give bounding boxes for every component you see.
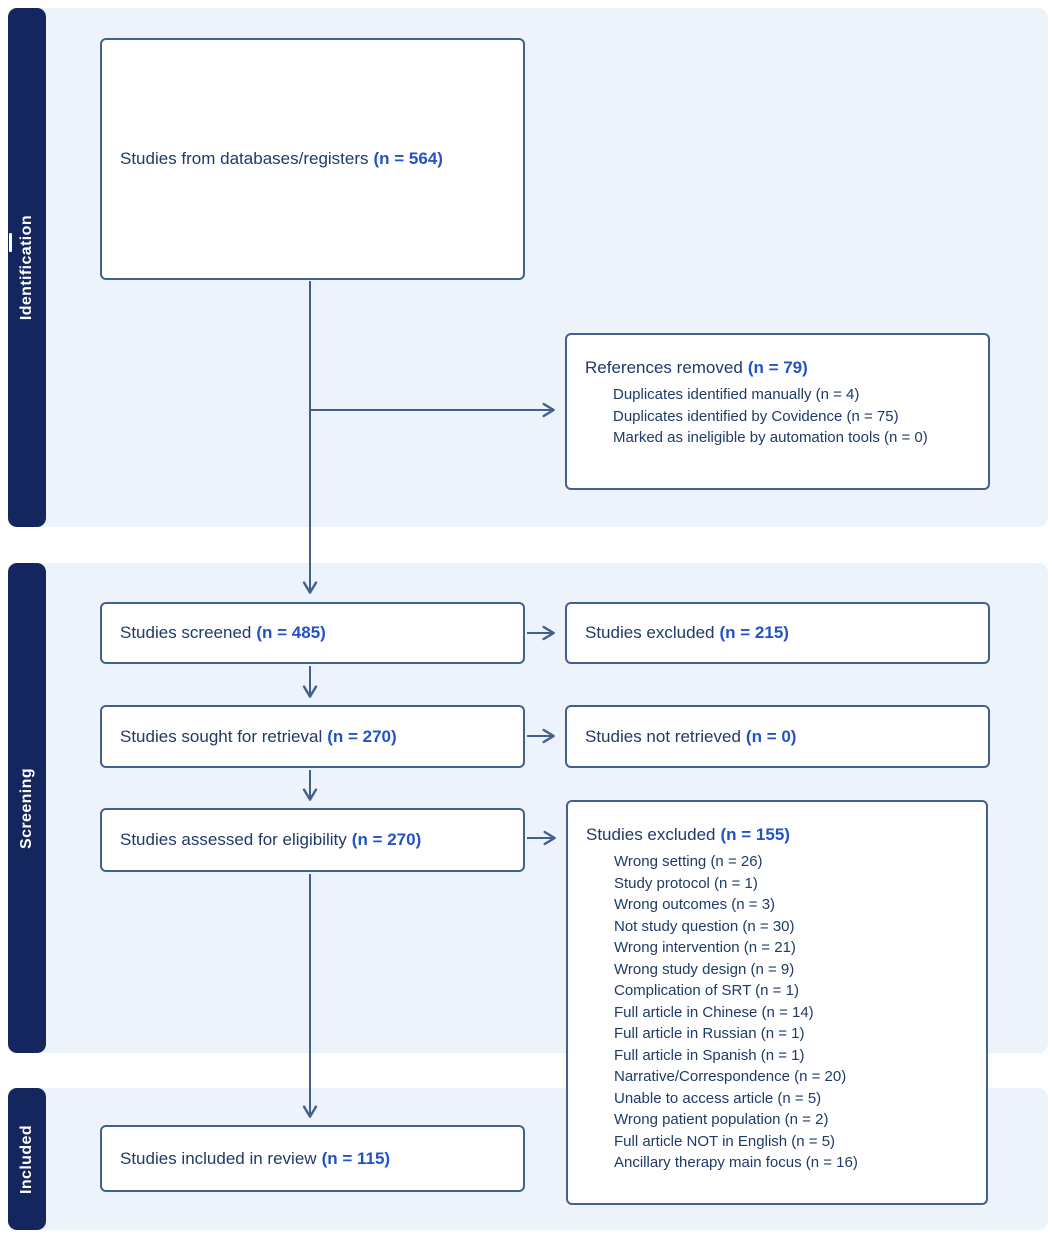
eligibility-exclusion-reasons: Wrong setting (n = 26) Study protocol (n … bbox=[586, 851, 974, 1174]
box-studies-not-retrieved: Studies not retrieved(n = 0) bbox=[565, 705, 990, 768]
references-removed-reasons: Duplicates identified manually (n = 4) Du… bbox=[585, 384, 976, 449]
sidebar-identification: Identification bbox=[8, 8, 46, 527]
box-count: (n = 564) bbox=[373, 149, 443, 168]
exclusion-reason-item: Full article in Spanish (n = 1) bbox=[614, 1046, 805, 1064]
box-studies-sought-retrieval: Studies sought for retrieval(n = 270) bbox=[100, 705, 525, 768]
box-label: Studies sought for retrieval bbox=[120, 726, 323, 746]
box-count: (n = 115) bbox=[321, 1148, 391, 1168]
box-label: Studies screened bbox=[120, 623, 252, 642]
box-label: Studies assessed for eligibility bbox=[120, 830, 347, 849]
box-studies-assessed-eligibility: Studies assessed for eligibility(n = 270… bbox=[100, 808, 525, 872]
exclusion-reason-item: Wrong setting (n = 26) bbox=[614, 853, 763, 870]
box-count: (n = 215) bbox=[719, 623, 789, 642]
box-label: Studies not retrieved bbox=[585, 726, 741, 746]
box-count: (n = 485) bbox=[256, 623, 326, 642]
box-label: Studies excluded bbox=[585, 623, 715, 642]
box-label: Studies excluded bbox=[586, 825, 716, 844]
sidebar-screening: Screening bbox=[8, 563, 46, 1053]
exclusion-reason-item: Not study question (n = 30) bbox=[614, 917, 795, 935]
box-studies-from-databases: Studies from databases/registers(n = 564… bbox=[100, 38, 525, 280]
box-studies-screened: Studies screened(n = 485) bbox=[100, 602, 525, 664]
box-count: (n = 0) bbox=[745, 726, 797, 746]
exclusion-reason-item: Unable to access article (n = 5) bbox=[614, 1089, 822, 1107]
box-count: (n = 270) bbox=[327, 726, 397, 746]
exclusion-reason-item: Full article NOT in English (n = 5) bbox=[614, 1132, 836, 1150]
exclusion-reason-item: Duplicates identified manually (n = 4) bbox=[613, 386, 860, 403]
exclusion-reason-item: Marked as ineligible by automation tools… bbox=[613, 429, 928, 446]
box-label: Studies included in review bbox=[120, 1148, 317, 1168]
box-count: (n = 270) bbox=[351, 830, 422, 849]
box-studies-included-review: Studies included in review(n = 115) bbox=[100, 1125, 525, 1192]
exclusion-reason-item: Wrong outcomes (n = 3) bbox=[614, 896, 776, 913]
exclusion-reason-item: Wrong study design (n = 9) bbox=[614, 960, 795, 978]
box-studies-excluded-eligibility: Studies excluded(n = 155) Wrong setting … bbox=[566, 800, 988, 1205]
box-studies-excluded-screening: Studies excluded(n = 215) bbox=[565, 602, 990, 664]
box-count: (n = 155) bbox=[720, 825, 790, 844]
box-count: (n = 79) bbox=[747, 358, 808, 377]
exclusion-reason-item: Ancillary therapy main focus (n = 16) bbox=[614, 1154, 858, 1171]
exclusion-reason-item: Study protocol (n = 1) bbox=[614, 874, 758, 892]
box-label: References removed bbox=[585, 358, 743, 377]
exclusion-reason-item: Complication of SRT (n = 1) bbox=[614, 982, 799, 999]
box-references-removed: References removed(n = 79) Duplicates id… bbox=[565, 333, 990, 490]
exclusion-reason-item: Duplicates identified by Covidence (n = … bbox=[613, 407, 899, 425]
exclusion-reason-item: Wrong intervention (n = 21) bbox=[614, 939, 796, 956]
exclusion-reason-item: Narrative/Correspondence (n = 20) bbox=[614, 1068, 847, 1085]
exclusion-reason-item: Full article in Chinese (n = 14) bbox=[614, 1003, 814, 1021]
sidebar-included: Included bbox=[8, 1088, 46, 1230]
exclusion-reason-item: Wrong patient population (n = 2) bbox=[614, 1111, 829, 1128]
stray-dash-mark bbox=[9, 233, 12, 252]
exclusion-reason-item: Full article in Russian (n = 1) bbox=[614, 1025, 805, 1042]
box-label: Studies from databases/registers bbox=[120, 149, 369, 168]
